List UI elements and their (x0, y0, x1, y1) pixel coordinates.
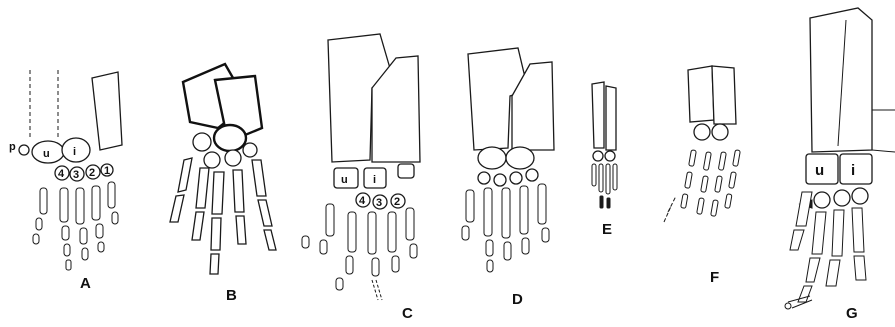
intermedium-d (506, 147, 534, 169)
label-u-g: u (815, 162, 824, 179)
panel-g: u i (785, 8, 895, 309)
carpal-g1 (814, 192, 830, 208)
panel-label-a: A (80, 275, 91, 292)
radius-e (592, 82, 604, 148)
ulna-e (606, 86, 616, 150)
panel-label-d: D (512, 291, 523, 308)
carpal-d2 (510, 172, 522, 184)
carpal-e2 (605, 151, 615, 161)
radius-f (688, 66, 714, 122)
digits-g (785, 192, 866, 309)
carpal-b2 (204, 152, 220, 168)
pisiform (19, 145, 29, 155)
label-4: 4 (58, 168, 65, 180)
label-i: i (73, 146, 76, 158)
panel-a: u i p 4 3 2 1 (9, 70, 122, 270)
panel-f (664, 66, 740, 222)
panel-label-g: G (846, 305, 858, 322)
carpal-g2 (834, 190, 850, 206)
panel-label-e: E (602, 221, 612, 238)
radius-g (810, 8, 872, 152)
label-2: 2 (89, 167, 95, 179)
panel-label-c: C (402, 305, 413, 322)
carpal-e1 (593, 151, 603, 161)
panel-b (170, 64, 276, 274)
label-u: u (43, 148, 50, 160)
digits-a (33, 182, 118, 270)
label-4-c: 4 (359, 195, 366, 207)
label-3-c: 3 (376, 197, 382, 209)
carpal-f1 (694, 124, 710, 140)
panel-label-b: B (226, 287, 237, 304)
panel-label-f: F (710, 269, 719, 286)
radiale-c (398, 164, 414, 178)
digits-c (302, 204, 417, 300)
panel-c: u i 4 3 2 (302, 34, 420, 300)
carpal-f2 (712, 124, 728, 140)
panel-e (592, 82, 617, 208)
offpage-edge (872, 110, 895, 152)
carpal-d3 (494, 174, 506, 186)
label-i-g: i (851, 162, 855, 179)
label-3: 3 (73, 169, 79, 181)
radius (92, 72, 122, 150)
intermedium-g (840, 154, 872, 184)
carpal-g3 (852, 188, 868, 204)
digits-f (664, 150, 740, 222)
label-2-c: 2 (394, 196, 400, 208)
digits-d (462, 184, 549, 272)
carpal-d1 (526, 169, 538, 181)
panel-d (462, 48, 554, 272)
label-i-c: i (373, 174, 376, 186)
label-u-c: u (341, 174, 348, 186)
label-p: p (9, 141, 16, 153)
carpal-b3 (225, 150, 241, 166)
digits-b (170, 158, 276, 274)
digits-e (592, 164, 617, 208)
label-1: 1 (104, 165, 110, 177)
carpal-b1 (193, 133, 211, 151)
ulna-shaft (30, 70, 58, 140)
carpal-b4 (243, 143, 257, 157)
ulna-f (712, 66, 736, 124)
ulnare-d (478, 147, 506, 169)
carpal-d4 (478, 172, 490, 184)
carpal-block (214, 125, 246, 151)
